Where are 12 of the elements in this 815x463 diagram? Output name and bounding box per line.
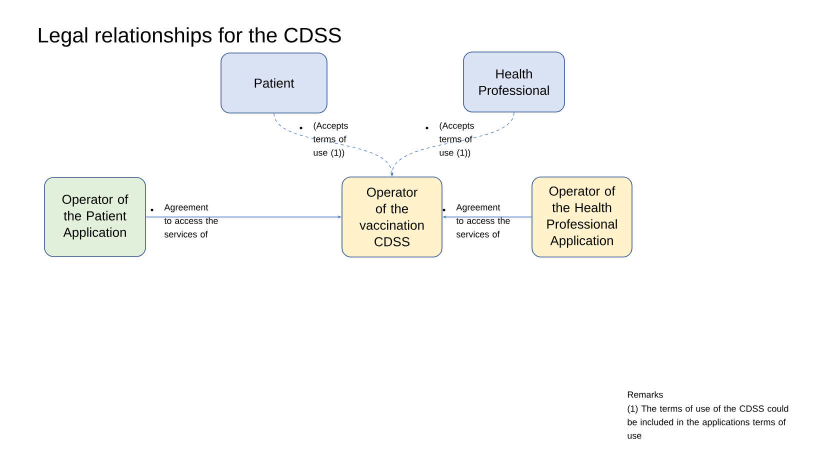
edge-label: (Accepts terms of use (1)) xyxy=(313,122,348,158)
remark-text: (1) The terms of use of the CDSS could be included in the applications terms of use xyxy=(628,405,788,439)
process-box: Operator of the vaccination CDSS xyxy=(342,176,442,258)
edge-label: (Accepts terms of use (1)) xyxy=(439,122,474,158)
edge-label: Agreement to access the services of xyxy=(456,204,510,238)
process-box: Health Professional xyxy=(463,52,565,112)
title: Legal relationships for the CDSS xyxy=(38,27,341,47)
remark-text: Remarks xyxy=(628,391,663,398)
process-box: Patient xyxy=(220,52,328,114)
process-box: Operator of the Health Professional Application xyxy=(532,176,632,258)
edge-label: Agreement to access the services of xyxy=(164,204,218,238)
process-box: Operator of the Patient Application xyxy=(44,177,146,257)
